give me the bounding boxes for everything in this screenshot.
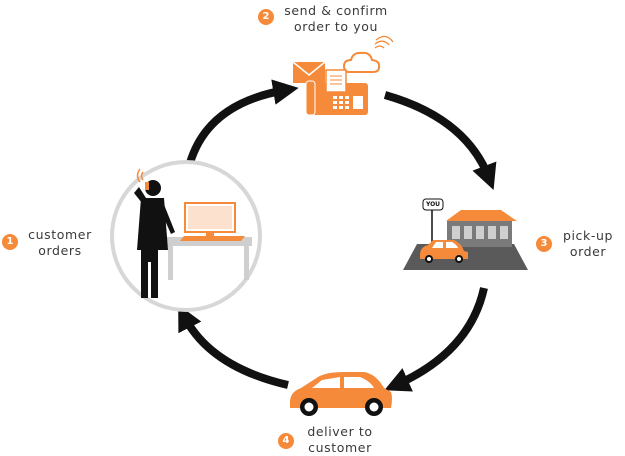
arrow-customer-to-send	[186, 79, 299, 165]
arrow-pickup-to-deliver	[384, 287, 488, 392]
step-3-badge: 3	[536, 236, 552, 252]
step-2-badge: 2	[258, 9, 274, 25]
step-2-line-1: send & confirm	[284, 3, 388, 18]
step-3-line-2: order	[569, 244, 607, 259]
step-1-line-1: customer	[28, 227, 92, 242]
step-1-line-2: orders	[38, 243, 82, 258]
envelope-fax-cloud-icon	[292, 35, 394, 116]
arrow-send-to-pickup	[383, 91, 497, 190]
you-sign-label: YOU	[425, 201, 441, 208]
restaurant-with-car-icon	[403, 198, 528, 270]
person-on-phone-at-computer-icon	[134, 168, 252, 298]
delivery-car-icon	[290, 372, 392, 416]
step-3-line-1: pick-up	[562, 228, 614, 243]
arrow-deliver-to-customer	[178, 304, 289, 389]
step-1-badge: 1	[2, 234, 18, 250]
step-2-label: send & confirm order to you	[276, 3, 396, 35]
step-3-label: pick-up order	[556, 228, 620, 260]
step-1-label: customer orders	[20, 227, 100, 259]
step-4-line-2: customer	[308, 440, 372, 455]
step-2-line-2: order to you	[294, 19, 378, 34]
step-4-label: deliver to customer	[296, 424, 384, 456]
step-4-line-1: deliver to	[307, 424, 373, 439]
step-4-badge: 4	[278, 433, 294, 449]
